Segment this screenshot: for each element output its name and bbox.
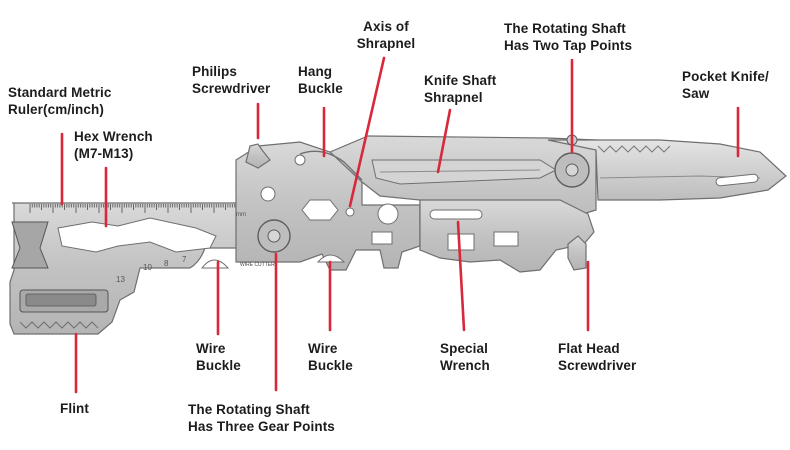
label-ruler-line1: Standard Metric — [8, 85, 112, 100]
label-rotating-three: The Rotating Shaft Has Three Gear Points — [188, 401, 335, 435]
label-special-wrench-line2: Wrench — [440, 358, 490, 373]
wrench-square-2 — [493, 231, 519, 247]
label-knife-shaft-line2: Shrapnel — [424, 90, 483, 105]
label-pocket-knife: Pocket Knife/ Saw — [682, 68, 769, 102]
wire-buckle-notch-1 — [200, 259, 230, 269]
label-flat-head: Flat Head Screwdriver — [558, 340, 636, 374]
label-rotating-two-line2: Has Two Tap Points — [504, 38, 633, 53]
pointer-lines — [60, 56, 740, 394]
pointer-axis — [348, 56, 386, 208]
label-wire-buckle-1-line1: Wire — [196, 341, 226, 356]
label-axis-line1: Axis of — [363, 19, 409, 34]
ruler-unit-text: mm — [236, 212, 246, 218]
label-philips: Philips Screwdriver — [192, 63, 270, 97]
label-rotating-three-line1: The Rotating Shaft — [188, 402, 310, 417]
label-rotating-two-line1: The Rotating Shaft — [504, 21, 626, 36]
saw-teeth — [597, 145, 671, 153]
rotating-shaft-two-center — [565, 163, 579, 177]
label-flint-line1: Flint — [60, 401, 89, 416]
label-hex-wrench: Hex Wrench (M7-M13) — [74, 128, 153, 162]
label-hang-buckle: Hang Buckle — [298, 63, 343, 97]
hex-nut-cutout — [301, 199, 339, 221]
bottle-opener-piece — [11, 221, 49, 269]
label-rotating-three-line2: Has Three Gear Points — [188, 419, 335, 434]
label-flat-head-line1: Flat Head — [558, 341, 620, 356]
label-special-wrench-line1: Special — [440, 341, 488, 356]
pointer-special-wrench — [456, 220, 466, 332]
hub-hole-left — [260, 186, 276, 202]
hex-wrench-cutout — [57, 217, 217, 253]
flint-rod — [25, 293, 97, 307]
small-wrench-cutout — [371, 231, 393, 245]
label-axis-line2: Shrapnel — [356, 36, 416, 51]
pointer-knife-shaft — [436, 108, 452, 174]
label-hang-buckle-line1: Hang — [298, 64, 333, 79]
wire-buckle-notch-2 — [316, 254, 346, 263]
wire-cutter-text: WIRE CUTTER — [240, 262, 275, 268]
label-flat-head-line2: Screwdriver — [558, 358, 637, 373]
label-philips-line1: Philips — [192, 64, 237, 79]
label-flint: Flint — [60, 400, 89, 417]
label-special-wrench: Special Wrench — [440, 340, 490, 374]
wrench-square — [447, 233, 475, 251]
label-hex-wrench-line2: (M7-M13) — [74, 146, 134, 161]
size-8: 8 — [164, 259, 169, 268]
philips-tip — [245, 143, 271, 169]
label-hex-wrench-line1: Hex Wrench — [74, 129, 153, 144]
size-13: 13 — [116, 275, 125, 284]
shrapnel-line — [379, 169, 541, 173]
special-wrench-slot — [429, 209, 483, 220]
blade-slot — [715, 173, 759, 187]
label-knife-shaft-line1: Knife Shaft — [424, 73, 497, 88]
label-wire-buckle-2-line1: Wire — [308, 341, 338, 356]
label-knife-shaft: Knife Shaft Shrapnel — [424, 72, 496, 106]
label-pocket-knife-line2: Saw — [682, 86, 710, 101]
label-wire-buckle-1: Wire Buckle — [196, 340, 241, 374]
ruler-ticks — [29, 204, 236, 213]
label-wire-buckle-2-line2: Buckle — [308, 358, 353, 373]
label-pocket-knife-line1: Pocket Knife/ — [682, 69, 769, 84]
knife-shaft-shrapnel — [371, 159, 558, 185]
size-10: 10 — [143, 263, 152, 272]
label-rotating-two: The Rotating Shaft Has Two Tap Points — [504, 20, 632, 54]
axis-pin — [345, 207, 355, 217]
flat-head-tip — [567, 235, 587, 271]
label-wire-buckle-1-line2: Buckle — [196, 358, 241, 373]
label-hang-buckle-line2: Buckle — [298, 81, 343, 96]
label-ruler-line2: Ruler(cm/inch) — [8, 102, 104, 117]
label-philips-line2: Screwdriver — [192, 81, 271, 96]
label-axis: Axis of Shrapnel — [350, 18, 422, 52]
wrench-size-labels: 13 10 8 7 — [116, 255, 187, 284]
label-wire-buckle-2: Wire Buckle — [308, 340, 353, 374]
hang-buckle-hole — [294, 154, 306, 166]
flint-serration — [19, 321, 99, 329]
label-ruler: Standard Metric Ruler(cm/inch) — [8, 84, 112, 118]
round-cutout — [377, 203, 399, 225]
rotating-shaft-three-center — [267, 229, 281, 243]
size-7: 7 — [182, 255, 187, 264]
